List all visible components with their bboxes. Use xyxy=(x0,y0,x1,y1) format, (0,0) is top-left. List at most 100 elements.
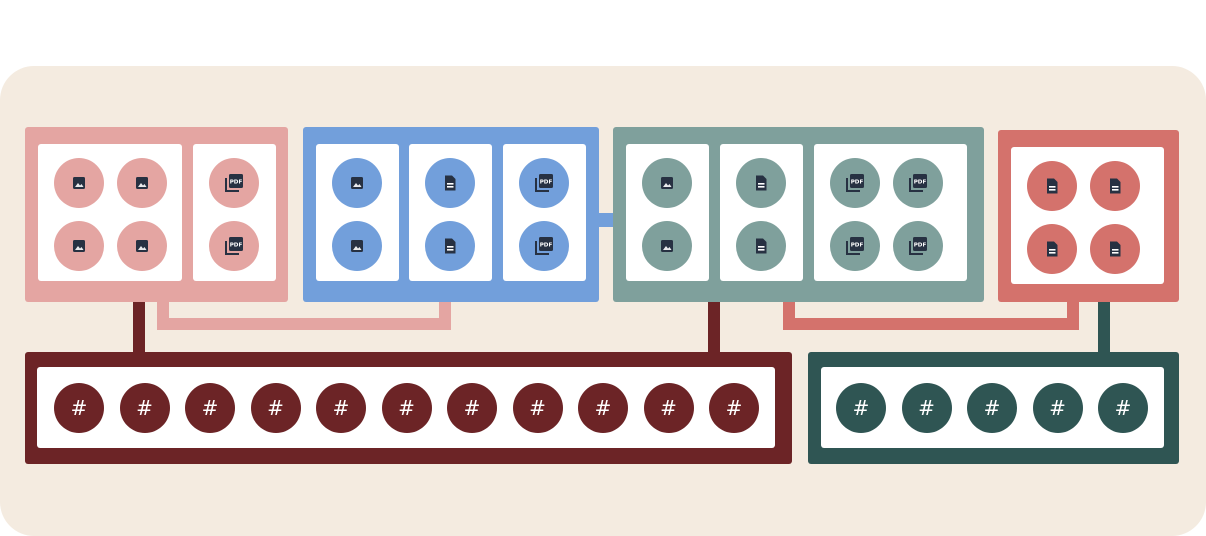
file-node xyxy=(54,221,104,271)
hash-icon: # xyxy=(529,396,546,420)
document-icon xyxy=(753,237,769,255)
sage-group: PDF PDF PDF PDF xyxy=(613,127,984,302)
hash-node: # xyxy=(185,383,235,433)
file-node: PDF xyxy=(893,221,943,271)
connector-blue-sage xyxy=(596,213,616,227)
pdf-icon: PDF xyxy=(844,235,866,257)
hash-icon: # xyxy=(136,396,153,420)
file-node: PDF xyxy=(519,221,569,271)
image-icon xyxy=(659,238,675,254)
image-icon xyxy=(349,175,365,191)
file-node xyxy=(332,221,382,271)
file-node xyxy=(1090,224,1140,274)
hash-node: # xyxy=(119,383,170,433)
hash-icon: # xyxy=(918,396,935,420)
image-icon xyxy=(134,238,150,254)
card: PDF PDF xyxy=(193,144,276,281)
file-node: PDF xyxy=(209,221,259,271)
document-icon xyxy=(1107,177,1123,195)
file-node xyxy=(642,158,692,208)
pdf-icon: PDF xyxy=(223,172,245,194)
card: # # # # # # # # # # # xyxy=(37,367,775,448)
card xyxy=(409,144,492,281)
svg-text:PDF: PDF xyxy=(851,243,864,249)
pdf-icon: PDF xyxy=(907,172,929,194)
hash-icon: # xyxy=(201,396,219,420)
hash-node: # xyxy=(447,383,497,433)
file-node xyxy=(117,221,167,271)
hash-icon: # xyxy=(267,396,284,420)
svg-text:PDF: PDF xyxy=(230,180,243,186)
hash-icon: # xyxy=(332,396,350,420)
pdf-icon: PDF xyxy=(533,172,555,194)
file-node xyxy=(736,158,786,208)
file-node xyxy=(117,158,167,208)
pdf-icon: PDF xyxy=(223,235,245,257)
maroon-group: # # # # # # # # # # # xyxy=(25,352,792,464)
hash-node: # xyxy=(709,383,759,433)
svg-text:PDF: PDF xyxy=(230,243,243,249)
hash-node: # xyxy=(967,383,1017,433)
hash-node: # xyxy=(512,383,563,433)
hash-node: # xyxy=(381,383,432,433)
hash-node: # xyxy=(578,383,628,433)
card xyxy=(38,144,182,281)
hash-icon: # xyxy=(1049,396,1066,420)
document-icon xyxy=(1044,240,1060,258)
hash-node: # xyxy=(54,383,104,433)
hash-node: # xyxy=(1032,383,1083,433)
hash-icon: # xyxy=(398,396,415,420)
file-node xyxy=(54,158,104,208)
connector-coral-right xyxy=(1067,296,1079,330)
hash-icon: # xyxy=(983,396,1001,420)
card xyxy=(720,144,803,281)
coral-group xyxy=(998,130,1179,302)
hash-node: # xyxy=(316,383,366,433)
hash-icon: # xyxy=(725,396,743,420)
file-node xyxy=(1027,224,1077,274)
svg-text:PDF: PDF xyxy=(540,180,553,186)
card: PDF PDF PDF PDF xyxy=(814,144,967,281)
svg-text:PDF: PDF xyxy=(914,243,927,249)
teal-group: # # # # # xyxy=(808,352,1179,464)
pink-group: PDF PDF xyxy=(25,127,288,302)
card xyxy=(1011,147,1164,284)
document-icon xyxy=(442,174,458,192)
hash-icon: # xyxy=(1114,396,1132,420)
hash-icon: # xyxy=(852,396,870,420)
svg-text:PDF: PDF xyxy=(540,243,553,249)
hash-node: # xyxy=(643,383,694,433)
image-icon xyxy=(71,238,87,254)
diagram-canvas: PDF PDF PDF PDF PDF PDF PDF PDF # # # # # # # # # # # # # # # # xyxy=(0,66,1206,536)
image-icon xyxy=(71,175,87,191)
hash-node: # xyxy=(901,383,952,433)
document-icon xyxy=(753,174,769,192)
blue-group: PDF PDF xyxy=(303,127,599,302)
pdf-icon: PDF xyxy=(533,235,555,257)
hash-node: # xyxy=(836,383,886,433)
svg-text:PDF: PDF xyxy=(914,180,927,186)
file-node xyxy=(425,221,475,271)
hash-icon: # xyxy=(594,396,612,420)
file-node xyxy=(1027,161,1077,211)
svg-text:PDF: PDF xyxy=(851,180,864,186)
file-node xyxy=(332,158,382,208)
file-node: PDF xyxy=(893,158,943,208)
card xyxy=(626,144,709,281)
hash-node: # xyxy=(1098,383,1148,433)
connector-pink-bottom xyxy=(157,318,451,330)
card: # # # # # xyxy=(821,367,1164,448)
connector-coral-bottom xyxy=(783,318,1079,330)
connector-maroon-right xyxy=(708,296,720,358)
connector-teal xyxy=(1098,296,1110,358)
hash-icon: # xyxy=(463,396,481,420)
image-icon xyxy=(134,175,150,191)
file-node xyxy=(642,221,692,271)
hash-icon: # xyxy=(660,396,677,420)
file-node: PDF xyxy=(519,158,569,208)
card: PDF PDF xyxy=(503,144,586,281)
file-node xyxy=(425,158,475,208)
connector-pink-right xyxy=(439,296,451,330)
card xyxy=(316,144,399,281)
document-icon xyxy=(1107,240,1123,258)
